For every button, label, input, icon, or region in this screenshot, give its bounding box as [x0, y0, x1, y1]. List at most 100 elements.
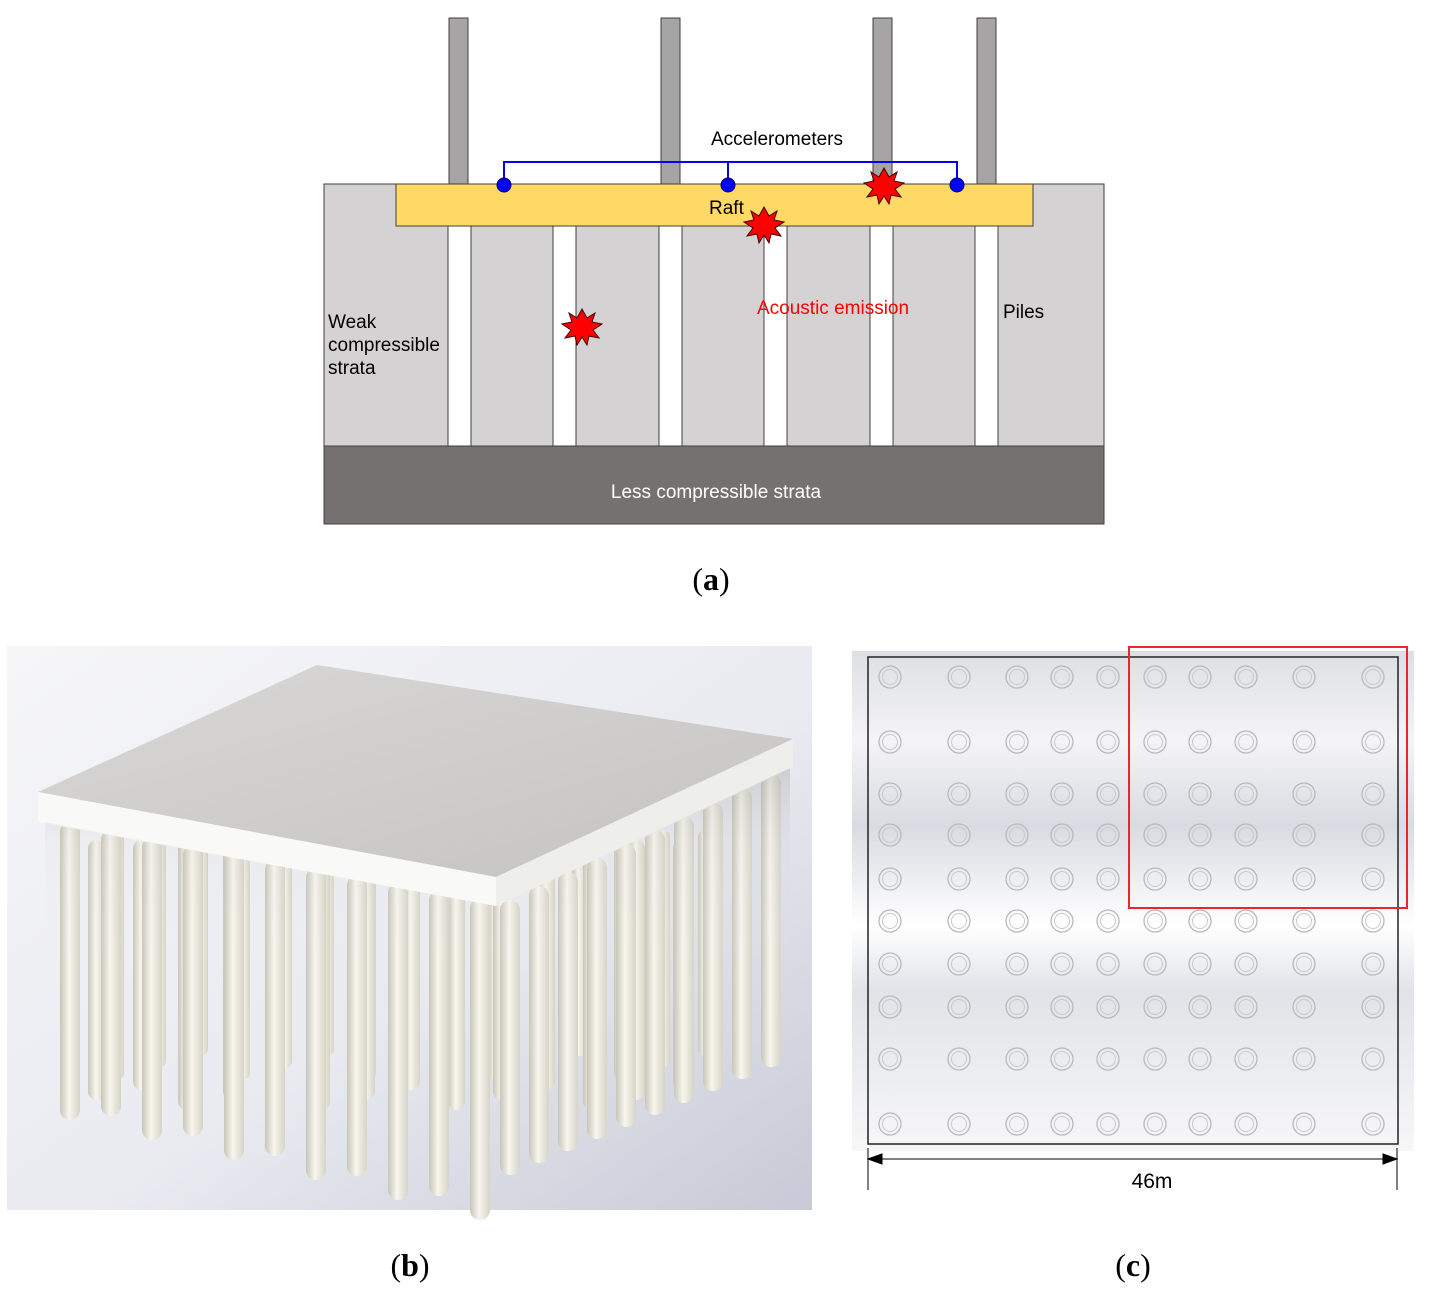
pile-plan-inner-circle — [1238, 1116, 1254, 1132]
pile-plan-circle — [1096, 730, 1120, 754]
pile-plan-circle — [878, 1047, 902, 1071]
pile-plan-inner-circle — [1238, 786, 1254, 802]
pile-plan-circle — [1361, 909, 1385, 933]
pile-plan-inner-circle — [1054, 871, 1070, 887]
pile-plan-inner-circle — [951, 1051, 967, 1067]
pile-plan-circle — [1096, 823, 1120, 847]
pile-plan-circle — [1050, 867, 1074, 891]
pile-plan-circle — [1050, 823, 1074, 847]
column — [448, 17, 469, 186]
pile-plan-circle — [1361, 782, 1385, 806]
weak-strata-label-line3: strata — [328, 358, 376, 379]
pile-plan-inner-circle — [882, 1116, 898, 1132]
pile-plan-circle — [947, 952, 971, 976]
pile-plan-circle — [1361, 665, 1385, 689]
pile-plan-inner-circle — [1009, 913, 1025, 929]
pile-plan-inner-circle — [1009, 669, 1025, 685]
pile-plan-inner-circle — [1147, 734, 1163, 750]
pile-plan-circle — [1234, 1047, 1258, 1071]
weak-strata-label-line1: Weak — [328, 312, 377, 333]
pile-plan-circle — [1188, 730, 1212, 754]
dimension-label: 46m — [1132, 1170, 1173, 1193]
pile-plan-circle — [1005, 909, 1029, 933]
pile-plan-inner-circle — [1054, 956, 1070, 972]
pile-plan-inner-circle — [1054, 913, 1070, 929]
pile-plan-inner-circle — [951, 956, 967, 972]
pile-plan-inner-circle — [1192, 1116, 1208, 1132]
pile-plan-circle — [1361, 867, 1385, 891]
pile-plan-inner-circle — [1238, 827, 1254, 843]
pile-plan-inner-circle — [1365, 999, 1381, 1015]
pile-plan-inner-circle — [1054, 669, 1070, 685]
pile-plan-circle — [1143, 1112, 1167, 1136]
pile-plan-inner-circle — [1100, 913, 1116, 929]
less-compressible-label: Less compressible strata — [611, 482, 822, 503]
arrow-left-icon — [866, 1153, 883, 1165]
pile-plan-inner-circle — [1100, 827, 1116, 843]
pile-plan-circle — [1050, 665, 1074, 689]
pile-plan-circle — [947, 823, 971, 847]
pile-plan-inner-circle — [951, 913, 967, 929]
pile-plan-inner-circle — [1147, 1116, 1163, 1132]
pile-plan-circle — [1143, 823, 1167, 847]
pile-plan-circle — [1292, 782, 1316, 806]
pile-plan-circle — [1361, 730, 1385, 754]
raft-label: Raft — [709, 198, 745, 219]
pile-plan-circle — [878, 1112, 902, 1136]
pile-plan-circle — [1005, 1047, 1029, 1071]
pile-plan-inner-circle — [1296, 827, 1312, 843]
column — [872, 17, 893, 186]
pile-plan-circle — [1096, 665, 1120, 689]
pile-plan-circle — [1234, 1112, 1258, 1136]
pile-plan-circle — [1234, 952, 1258, 976]
piles-label: Piles — [1003, 302, 1044, 323]
pile — [763, 225, 788, 447]
pile-plan-circle — [1143, 952, 1167, 976]
pile-plan-inner-circle — [1365, 1051, 1381, 1067]
pile-plan-circle — [878, 665, 902, 689]
pile-plan-inner-circle — [1054, 734, 1070, 750]
pile-plan-inner-circle — [1296, 1051, 1312, 1067]
pile-plan-circle — [1292, 867, 1316, 891]
pile-plan-circle — [1188, 867, 1212, 891]
pile-plan-inner-circle — [1192, 871, 1208, 887]
pile-plan-inner-circle — [951, 1116, 967, 1132]
pile-plan-inner-circle — [1147, 1051, 1163, 1067]
pile-plan-inner-circle — [1054, 1116, 1070, 1132]
pile-plan-circle — [1096, 952, 1120, 976]
pile-plan-circle — [878, 952, 902, 976]
pile-plan-circle — [1143, 909, 1167, 933]
pile-plan-inner-circle — [1192, 669, 1208, 685]
figure-c: 46m (c) — [852, 646, 1414, 1283]
pile-plan-inner-circle — [1365, 734, 1381, 750]
pile-plan-circle — [947, 867, 971, 891]
pile-plan-circle — [1292, 952, 1316, 976]
pile-plan-circle — [1096, 909, 1120, 933]
pile-plan-inner-circle — [1100, 1051, 1116, 1067]
pile-plan-circle — [947, 782, 971, 806]
pile-plan-circle — [1050, 1112, 1074, 1136]
pile-plan-inner-circle — [1054, 827, 1070, 843]
pile-plan-circle — [1143, 730, 1167, 754]
caption-b: (b) — [390, 1247, 429, 1283]
pile-plan-circle — [1005, 867, 1029, 891]
pile-plan-circle — [1005, 1112, 1029, 1136]
pile-plan-circle — [1292, 1047, 1316, 1071]
pile-plan-inner-circle — [951, 871, 967, 887]
pile-plan-inner-circle — [1296, 999, 1312, 1015]
pile-plan-inner-circle — [1192, 999, 1208, 1015]
pile-plan-circle — [1050, 995, 1074, 1019]
pile-plan-circle — [1361, 823, 1385, 847]
pile-plan-circle — [1143, 1047, 1167, 1071]
pile-plan-inner-circle — [1192, 956, 1208, 972]
pile-plan-inner-circle — [1054, 786, 1070, 802]
column — [660, 17, 681, 186]
pile-plan-circle — [947, 730, 971, 754]
pile-plan-inner-circle — [1192, 786, 1208, 802]
acoustic-emission-label: Acoustic emission — [757, 298, 909, 319]
pile-plan-inner-circle — [1365, 913, 1381, 929]
pile-plan-grid — [878, 665, 1385, 1136]
pile-plan-circle — [1234, 909, 1258, 933]
accelerometer-dot — [949, 177, 965, 193]
pile-plan-inner-circle — [1238, 999, 1254, 1015]
